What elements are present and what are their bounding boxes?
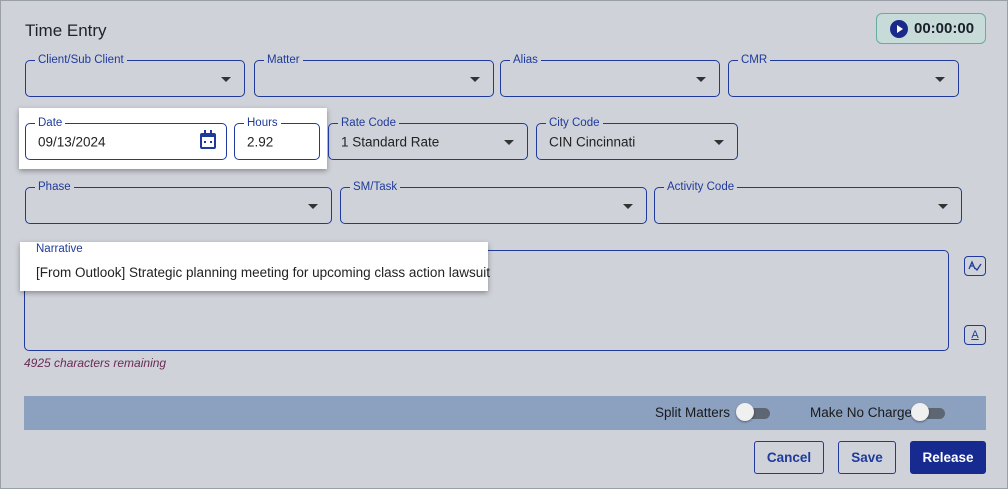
rate-code-value: 1 Standard Rate	[341, 134, 440, 149]
make-no-charge-label: Make No Charge	[810, 405, 913, 420]
chevron-down-icon	[504, 139, 514, 145]
phase-select[interactable]: Phase	[25, 180, 332, 224]
alias-select[interactable]: Alias	[500, 53, 720, 97]
page-title: Time Entry	[25, 21, 107, 40]
play-icon	[890, 19, 908, 38]
chevron-down-icon	[714, 139, 724, 145]
chevron-down-icon	[696, 76, 706, 82]
narrative-highlight: Narrative [From Outlook] Strategic plann…	[20, 242, 490, 291]
activity-code-select[interactable]: Activity Code	[654, 180, 962, 224]
cancel-button[interactable]: Cancel	[754, 441, 824, 474]
hours-value: 2.92	[247, 134, 274, 149]
task-label: SM/Task	[350, 180, 401, 194]
spellcheck-icon[interactable]	[964, 256, 986, 276]
split-matters-toggle[interactable]	[736, 403, 770, 421]
city-code-value: CIN Cincinnati	[549, 134, 636, 149]
hours-input[interactable]: Hours 2.92	[234, 116, 320, 160]
toggle-track	[740, 408, 770, 419]
timer-button[interactable]: 00:00:00	[876, 13, 986, 44]
task-select[interactable]: SM/Task	[340, 180, 647, 224]
rate-code-label: Rate Code	[338, 116, 399, 130]
chevron-down-icon	[623, 203, 633, 209]
date-hours-highlight: Date 09/13/2024 Hours 2.92	[19, 108, 327, 169]
client-select[interactable]: Client/Sub Client	[25, 53, 245, 97]
calendar-icon[interactable]	[200, 130, 216, 149]
save-button[interactable]: Save	[838, 441, 896, 474]
characters-remaining: 4925 characters remaining	[24, 356, 167, 370]
phase-label: Phase	[35, 180, 74, 194]
chevron-down-icon	[308, 203, 318, 209]
city-code-select[interactable]: City Code CIN Cincinnati	[536, 116, 738, 160]
cmr-label: CMR	[738, 53, 771, 67]
matter-select[interactable]: Matter	[254, 53, 494, 97]
client-label: Client/Sub Client	[35, 53, 127, 67]
toggle-knob	[911, 403, 929, 421]
rate-code-select[interactable]: Rate Code 1 Standard Rate	[328, 116, 528, 160]
matter-label: Matter	[264, 53, 303, 67]
narrative-text: [From Outlook] Strategic planning meetin…	[36, 265, 490, 280]
make-no-charge-toggle[interactable]	[911, 403, 945, 421]
options-bar: Split Matters Make No Charge	[24, 396, 986, 430]
chevron-down-icon	[938, 203, 948, 209]
text-format-icon[interactable]: A	[964, 325, 986, 345]
date-input[interactable]: Date 09/13/2024	[25, 116, 227, 160]
cmr-select[interactable]: CMR	[728, 53, 959, 97]
date-value: 09/13/2024	[38, 134, 106, 149]
date-label: Date	[35, 116, 66, 130]
chevron-down-icon	[935, 76, 945, 82]
narrative-label: Narrative	[33, 242, 86, 256]
city-code-label: City Code	[546, 116, 603, 130]
alias-label: Alias	[510, 53, 541, 67]
release-button[interactable]: Release	[910, 441, 986, 474]
activity-code-label: Activity Code	[664, 180, 738, 194]
split-matters-label: Split Matters	[655, 405, 731, 420]
toggle-knob	[736, 403, 754, 421]
chevron-down-icon	[221, 76, 231, 82]
chevron-down-icon	[470, 76, 480, 82]
hours-label: Hours	[244, 116, 281, 130]
toggle-track	[915, 408, 945, 419]
timer-value: 00:00:00	[914, 20, 975, 37]
